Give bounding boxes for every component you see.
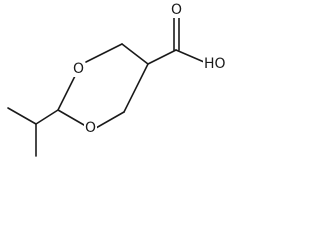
bond-c-oh [175, 49, 205, 63]
bond-ring-carboxyl [147, 49, 177, 65]
bond-o-lower-ring [95, 111, 125, 129]
bond-acetal-isopropyl [35, 109, 59, 125]
ring-oxygen-upper-label: O [72, 61, 86, 77]
bond-acetal-o-lower [57, 109, 85, 126]
bond-ring-top-right [121, 43, 149, 65]
bond-layer [7, 17, 205, 157]
bond-ring-top-left [85, 43, 123, 63]
carbonyl-oxygen-label: O [170, 2, 184, 18]
ring-oxygen-lower-label: O [84, 120, 98, 136]
bond-ring-bottom-right [123, 63, 149, 113]
bond-o-upper-acetal [57, 73, 77, 111]
bond-isopropyl-methyl-left [7, 107, 37, 125]
structure-diagram: O HO O O [7, 2, 227, 157]
hydroxyl-label: HO [203, 56, 227, 72]
